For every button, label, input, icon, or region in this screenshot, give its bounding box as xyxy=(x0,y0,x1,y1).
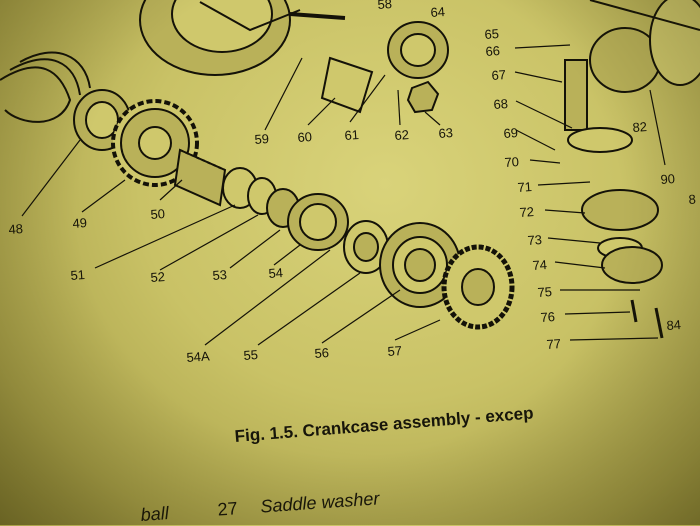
part-label-69: 69 xyxy=(503,124,519,141)
part-label-68: 68 xyxy=(493,95,509,112)
part-label-54a: 54A xyxy=(186,348,211,365)
part-label-75: 75 xyxy=(537,283,553,300)
part-label-54: 54 xyxy=(268,264,284,281)
gear-cluster-part xyxy=(589,0,700,93)
part-label-70: 70 xyxy=(504,153,520,170)
bearing-part-61 xyxy=(387,21,449,79)
part-label-67: 67 xyxy=(491,66,507,83)
part-label-84: 84 xyxy=(666,316,682,333)
part-label-8: 8 xyxy=(688,191,697,207)
part-label-57: 57 xyxy=(387,342,403,359)
part-label-52: 52 xyxy=(150,268,166,285)
oil-pump-part xyxy=(564,59,663,284)
bevel-gear-part xyxy=(441,244,515,330)
bolt-part-76 xyxy=(630,299,638,323)
part-label-72: 72 xyxy=(519,203,535,220)
part-label-60: 60 xyxy=(297,128,313,145)
part-label-61: 61 xyxy=(344,126,360,143)
sprocket-part xyxy=(111,99,199,187)
part-label-71: 71 xyxy=(517,178,533,195)
part-label-50: 50 xyxy=(150,205,166,222)
part-label-59: 59 xyxy=(254,130,270,147)
part-label-64: 64 xyxy=(430,3,446,20)
splined-shaft-part xyxy=(173,148,227,207)
flywheel-part xyxy=(139,0,346,76)
nut-part xyxy=(406,80,440,114)
part-label-55: 55 xyxy=(243,346,259,363)
legend-number: 27 xyxy=(216,498,239,520)
part-label-62: 62 xyxy=(394,126,410,143)
part-label-48: 48 xyxy=(8,220,24,237)
part-label-76: 76 xyxy=(540,308,556,325)
main-bearing-part xyxy=(379,222,461,308)
part-label-56: 56 xyxy=(314,344,330,361)
part-label-51: 51 xyxy=(70,266,86,283)
part-label-82: 82 xyxy=(632,118,648,135)
part-label-65: 65 xyxy=(484,25,500,42)
part-label-90: 90 xyxy=(660,170,676,187)
spring-part xyxy=(0,51,91,123)
part-label-49: 49 xyxy=(72,214,88,231)
part-label-66: 66 xyxy=(485,42,501,59)
part-label-73: 73 xyxy=(527,231,543,248)
part-label-53: 53 xyxy=(212,266,228,283)
bolt-part-77 xyxy=(654,307,664,339)
part-label-63: 63 xyxy=(438,124,454,141)
part-label-77: 77 xyxy=(546,335,562,352)
legend-left-fragment: ball xyxy=(140,503,170,525)
part-label-58: 58 xyxy=(377,0,393,12)
ring-part-55 xyxy=(343,220,389,274)
bearing-part-54 xyxy=(287,193,349,251)
part-label-74: 74 xyxy=(532,256,548,273)
